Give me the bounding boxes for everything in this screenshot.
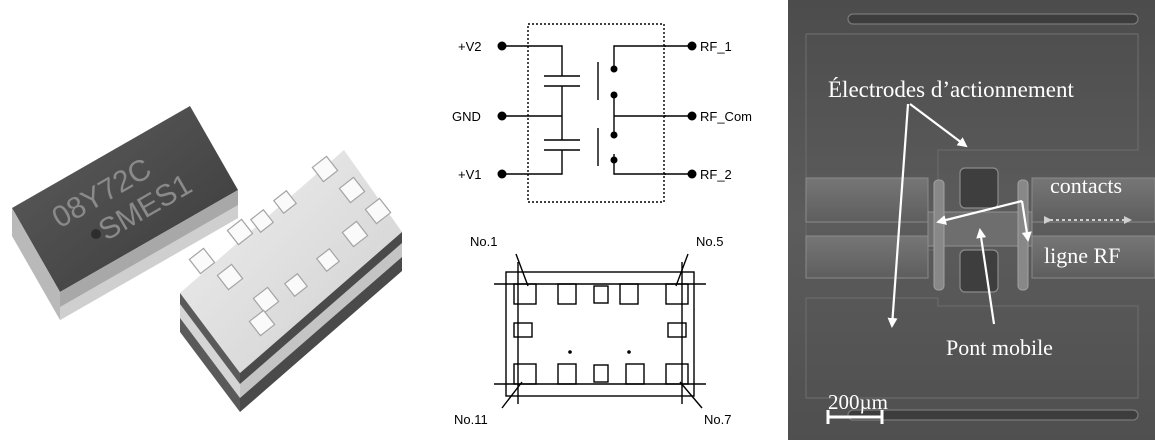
footprint-outline (505, 271, 695, 397)
pin-rf2-terminal (687, 169, 697, 179)
sem-electrode-top (959, 167, 999, 209)
footprint-label-no7: No.7 (704, 412, 731, 427)
arrow-electrode-top (909, 103, 968, 148)
package-photo: 08Y72C SMES1 (12, 106, 402, 412)
pin-label-gnd: GND (452, 109, 481, 124)
pin-label-rfcom: RF_Com (700, 109, 752, 124)
chip-marked-top: 08Y72C SMES1 (12, 106, 238, 320)
footprint-diagram (494, 253, 706, 409)
package-photo-panel: 08Y72C SMES1 (0, 0, 430, 440)
package-outline (527, 23, 665, 203)
arrow-bridge (976, 228, 996, 325)
label-contacts: contacts (1050, 173, 1122, 198)
schematic-panel: +V2 GND +V1 RF_1 RF_Com RF_2 (430, 0, 790, 440)
pin-label-v1: +V1 (458, 167, 482, 182)
sem-bottom-slot (847, 409, 1139, 421)
label-rf-line: ligne RF (1044, 243, 1120, 268)
pin-label-rf2: RF_2 (700, 167, 732, 182)
footprint-label-no1: No.1 (470, 234, 497, 249)
pin-label-v2: +V2 (458, 39, 482, 54)
footprint-label-no5: No.5 (696, 234, 723, 249)
pin-rfcom-terminal (687, 111, 697, 121)
scale-bar (826, 410, 884, 424)
pin1-dot-icon (91, 229, 101, 239)
sem-top-slot (847, 13, 1139, 25)
pin-rf1-terminal (687, 41, 697, 51)
arrow-electrode-bottom (887, 103, 910, 328)
pin-v2-terminal (497, 41, 507, 51)
circuit-schematic: +V2 GND +V1 RF_1 RF_Com RF_2 (452, 23, 752, 427)
pin-v1-terminal (497, 169, 507, 179)
footprint-label-no11: No.11 (454, 412, 488, 427)
solder-pads (188, 155, 392, 337)
chip-pad-side (180, 150, 402, 412)
sem-micrograph-panel: Électrodes d’actionnement contacts ligne… (788, 0, 1155, 440)
scale-bar-label: 200µm (828, 390, 888, 414)
sem-electrode-bottom (959, 249, 999, 293)
pin-label-rf1: RF_1 (700, 39, 732, 54)
arrow-contact-left (936, 199, 1023, 225)
label-electrodes: Électrodes d’actionnement (828, 77, 1074, 102)
pin-gnd-terminal (497, 111, 507, 121)
sem-micrograph: Électrodes d’actionnement contacts ligne… (788, 0, 1155, 440)
arrow-contact-right (1020, 200, 1032, 242)
label-mobile-bridge: Pont mobile (946, 335, 1053, 360)
